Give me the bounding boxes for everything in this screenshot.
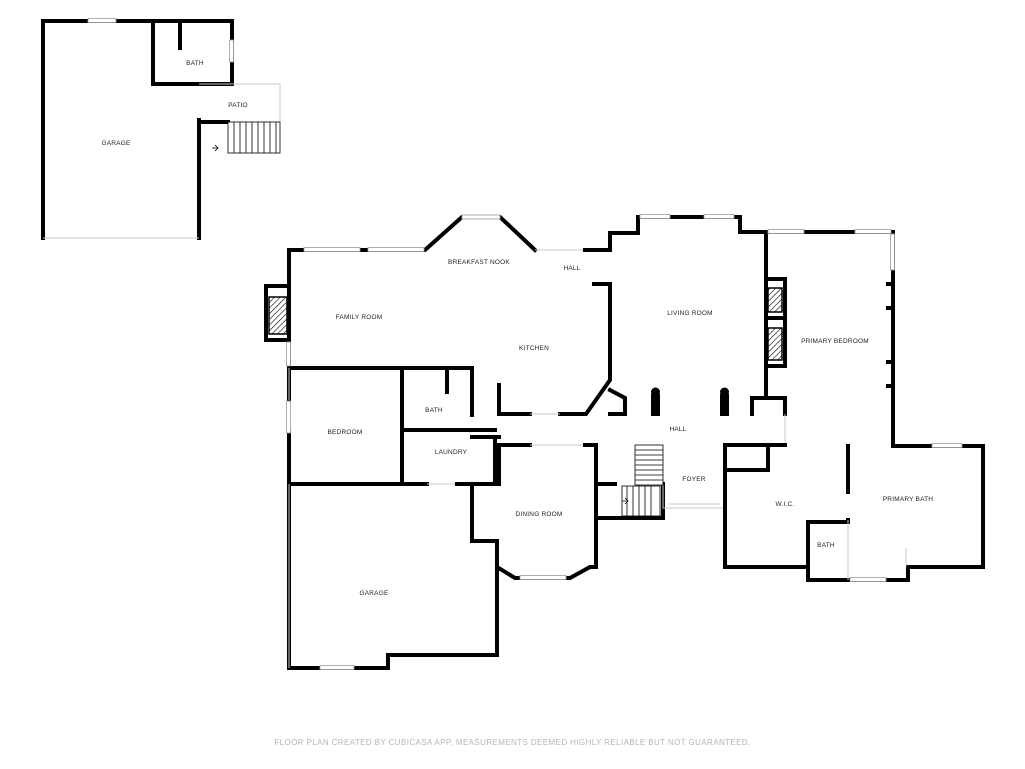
room-label-kitchen: KITCHEN: [519, 345, 549, 352]
room-label-primary-bedroom: PRIMARY BEDROOM: [801, 338, 869, 345]
room-label-dining-room: DINING ROOM: [516, 511, 563, 518]
foyer-stairs: [621, 444, 664, 517]
room-label-patio: PATIO: [228, 102, 248, 109]
room-label-breakfast-nook: BREAKFAST NOOK: [448, 259, 510, 266]
room-label-family-room: FAMILY ROOM: [336, 314, 383, 321]
room-label-laundry: LAUNDRY: [435, 449, 468, 456]
room-label-garage-main: GARAGE: [359, 590, 388, 597]
room-label-primary-bath: PRIMARY BATH: [883, 496, 934, 503]
main-house-walls: [264, 214, 985, 670]
room-label-garage-top: GARAGE: [101, 140, 130, 147]
room-label-bath-mid: BATH: [425, 407, 443, 414]
family-room-fireplace: [268, 296, 288, 335]
footer-disclaimer: FLOOR PLAN CREATED BY CUBICASA APP. MEAS…: [274, 738, 751, 747]
room-label-bedroom: BEDROOM: [328, 429, 363, 436]
room-label-hall-lower: HALL: [669, 426, 686, 433]
detached-garage-block: [41, 18, 281, 240]
primary-bedroom-fireplace-2: [767, 327, 783, 361]
room-label-living-room: LIVING ROOM: [667, 310, 713, 317]
room-label-bath-top: BATH: [186, 60, 204, 67]
room-label-hall-upper: HALL: [563, 265, 580, 272]
primary-bedroom-fireplace: [767, 287, 783, 313]
room-label-wic: W.I.C.: [776, 501, 795, 508]
room-label-bath-lower: BATH: [817, 542, 835, 549]
room-label-foyer: FOYER: [682, 476, 705, 483]
patio-stairs: [212, 121, 281, 154]
